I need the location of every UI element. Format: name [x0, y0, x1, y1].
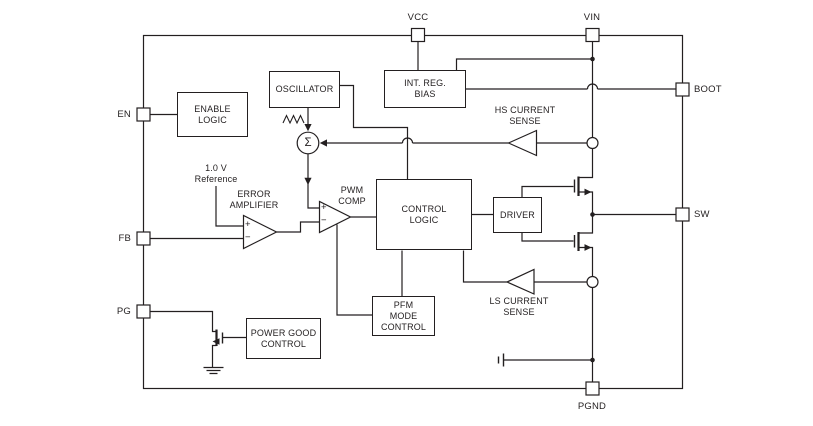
wire-rail-ls-drain — [578, 214, 594, 234]
pin-pg — [136, 304, 151, 319]
wire-erramp-to-pwm — [276, 221, 319, 233]
pin-vin — [585, 27, 600, 43]
pin-en — [136, 107, 151, 122]
pin-label-pg: PG — [116, 306, 131, 317]
pwm-comp-plus-sign: + — [321, 202, 327, 213]
pin-fb — [136, 231, 151, 246]
junction-dot-sw — [590, 212, 595, 217]
pwm-comp-symbol — [318, 200, 352, 234]
pin-vcc — [410, 27, 426, 43]
pwm-comp-minus-sign: − — [321, 215, 327, 226]
block-control-logic: CONTROL LOGIC — [376, 179, 472, 250]
wire-ls-source — [578, 246, 594, 277]
arrow-into-sigma-right-icon — [319, 139, 327, 147]
pin-sw — [675, 207, 690, 222]
wire-pg — [150, 310, 217, 333]
block-oscillator: OSCILLATOR — [269, 71, 340, 108]
wire-pwm-to-pfm — [336, 224, 372, 316]
summing-symbol: Σ — [304, 137, 312, 149]
error-amp-minus-sign: − — [245, 232, 251, 243]
hs-sense-port-circle — [586, 136, 599, 150]
pg-mosfet-icon — [212, 329, 224, 346]
label-error-amplifier: ERROR AMPLIFIER — [229, 189, 279, 210]
hs-mosfet-icon — [573, 176, 592, 196]
ls-sense-port-circle — [586, 275, 599, 289]
junction-dot-vin — [590, 56, 595, 62]
block-driver: DRIVER — [493, 197, 542, 233]
error-amp-plus-sign: + — [245, 219, 251, 230]
crossover-sigma-icon — [401, 137, 414, 144]
label-reference: 1.0 V Reference — [194, 163, 238, 184]
wire-sigma-to-pwm — [307, 154, 319, 209]
pin-label-sw: SW — [694, 209, 710, 220]
wire-vin-to-bias-tap — [455, 58, 593, 70]
pin-pgnd — [585, 381, 600, 396]
wire-rail-hs-drain — [578, 148, 594, 179]
pin-label-vin: VIN — [583, 12, 601, 23]
wire-reference — [215, 186, 243, 227]
wire-hs-source — [578, 191, 594, 215]
wire-pg-source — [211, 344, 217, 368]
pin-boot — [675, 82, 690, 97]
pin-label-pgnd: PGND — [577, 401, 607, 412]
ls-sense-amp-symbol — [505, 268, 535, 295]
block-power-good-control: POWER GOOD CONTROL — [246, 318, 321, 359]
block-enable-logic: ENABLE LOGIC — [177, 92, 248, 137]
pin-label-boot: BOOT — [694, 84, 722, 95]
sawtooth-icon — [282, 114, 305, 125]
hs-sense-amp-symbol — [507, 129, 538, 157]
pin-label-vcc: VCC — [407, 12, 429, 23]
label-ls-current-sense: LS CURRENT SENSE — [489, 296, 549, 317]
pin-label-en: EN — [117, 109, 131, 120]
label-hs-current-sense: HS CURRENT SENSE — [494, 105, 556, 126]
arrow-sigma-out-icon — [304, 177, 312, 185]
arrow-into-sigma-top-icon — [304, 124, 312, 132]
ls-mosfet-icon — [573, 232, 592, 251]
block-int-reg-bias: INT. REG. BIAS — [384, 70, 466, 108]
ground-icon-pg — [203, 366, 224, 375]
summing-junction-circle — [296, 131, 320, 155]
wire-osc-clock — [340, 84, 409, 179]
junction-dot-agnd — [590, 357, 595, 363]
error-amp-symbol — [242, 214, 278, 250]
ground-icon-agnd — [497, 353, 505, 367]
label-pwm-comp: PWM COMP — [338, 185, 366, 206]
pin-squares — [136, 27, 690, 396]
crossover-boot-icon — [586, 83, 599, 90]
wire-driver-to-ls-gate — [521, 233, 574, 242]
pin-label-fb: FB — [118, 233, 131, 244]
block-pfm-mode-control: PFM MODE CONTROL — [372, 296, 435, 336]
wire-driver-to-hs-gate — [521, 185, 574, 197]
wire-ls-sense-out — [462, 250, 507, 283]
